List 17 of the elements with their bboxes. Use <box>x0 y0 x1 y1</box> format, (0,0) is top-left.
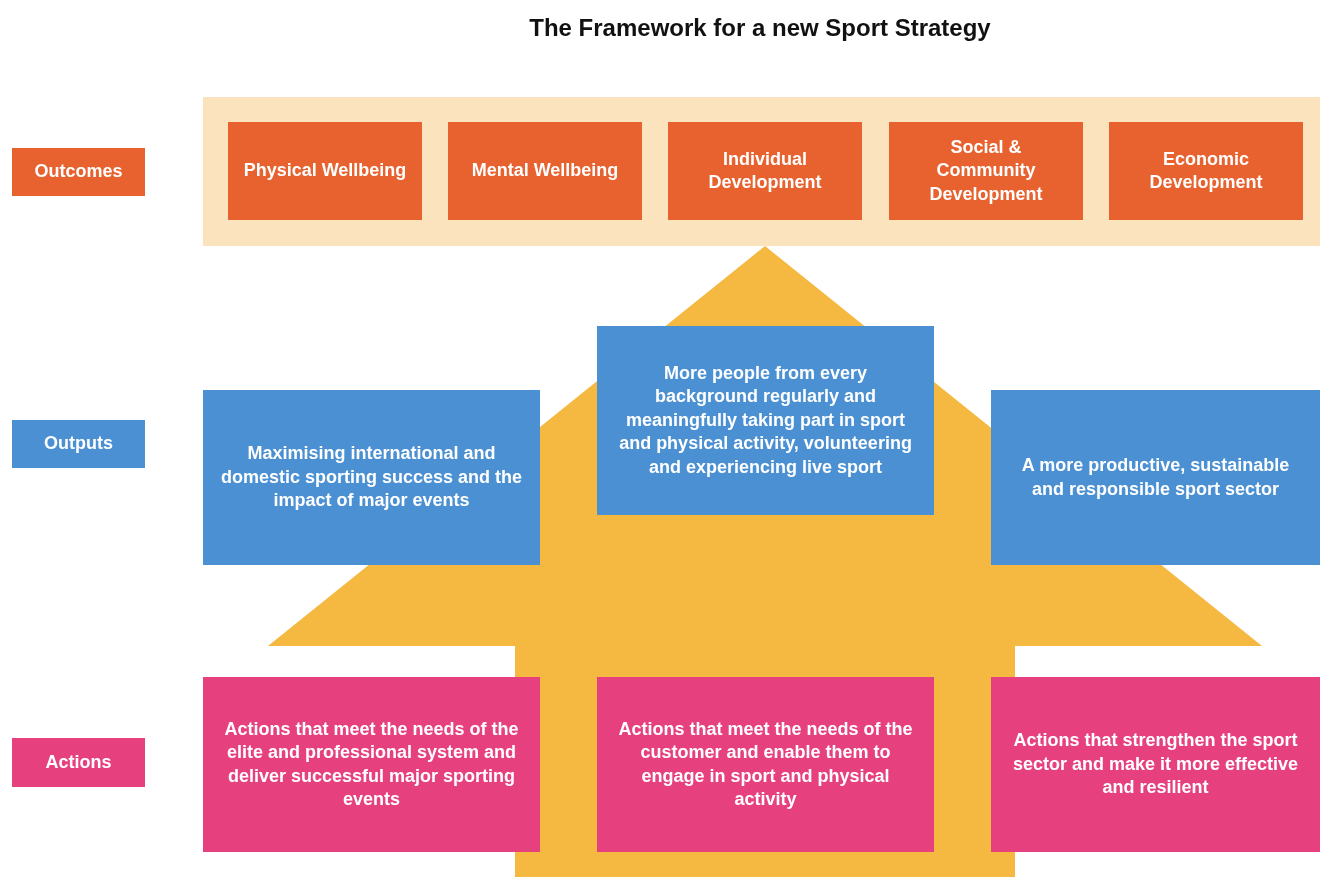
action-box: Actions that strengthen the sport sector and make it more effective and resilient <box>991 677 1320 852</box>
action-box: Actions that meet the needs of the elite and professional system and deliver successful major sporting events <box>203 677 540 852</box>
output-box: More people from every background regularly and meaningfully taking part in sport and physical activity, volunteering and experiencing live sport <box>597 326 934 515</box>
outcome-box: Economic Development <box>1109 122 1303 220</box>
outcome-box: Mental Wellbeing <box>448 122 642 220</box>
row-label: Outcomes <box>12 148 145 196</box>
row-label: Outputs <box>12 420 145 468</box>
outcome-box: Individual Development <box>668 122 862 220</box>
outcome-box: Social & Community Development <box>889 122 1083 220</box>
outcomes-band <box>203 97 1320 246</box>
output-box: Maximising international and domestic sporting success and the impact of major events <box>203 390 540 565</box>
arrow <box>268 246 1262 877</box>
diagram-title: The Framework for a new Sport Strategy <box>528 14 992 42</box>
action-box: Actions that meet the needs of the customer and enable them to engage in sport and physical activity <box>597 677 934 852</box>
row-label: Actions <box>12 738 145 787</box>
outcome-box: Physical Wellbeing <box>228 122 422 220</box>
output-box: A more productive, sustainable and responsible sport sector <box>991 390 1320 565</box>
